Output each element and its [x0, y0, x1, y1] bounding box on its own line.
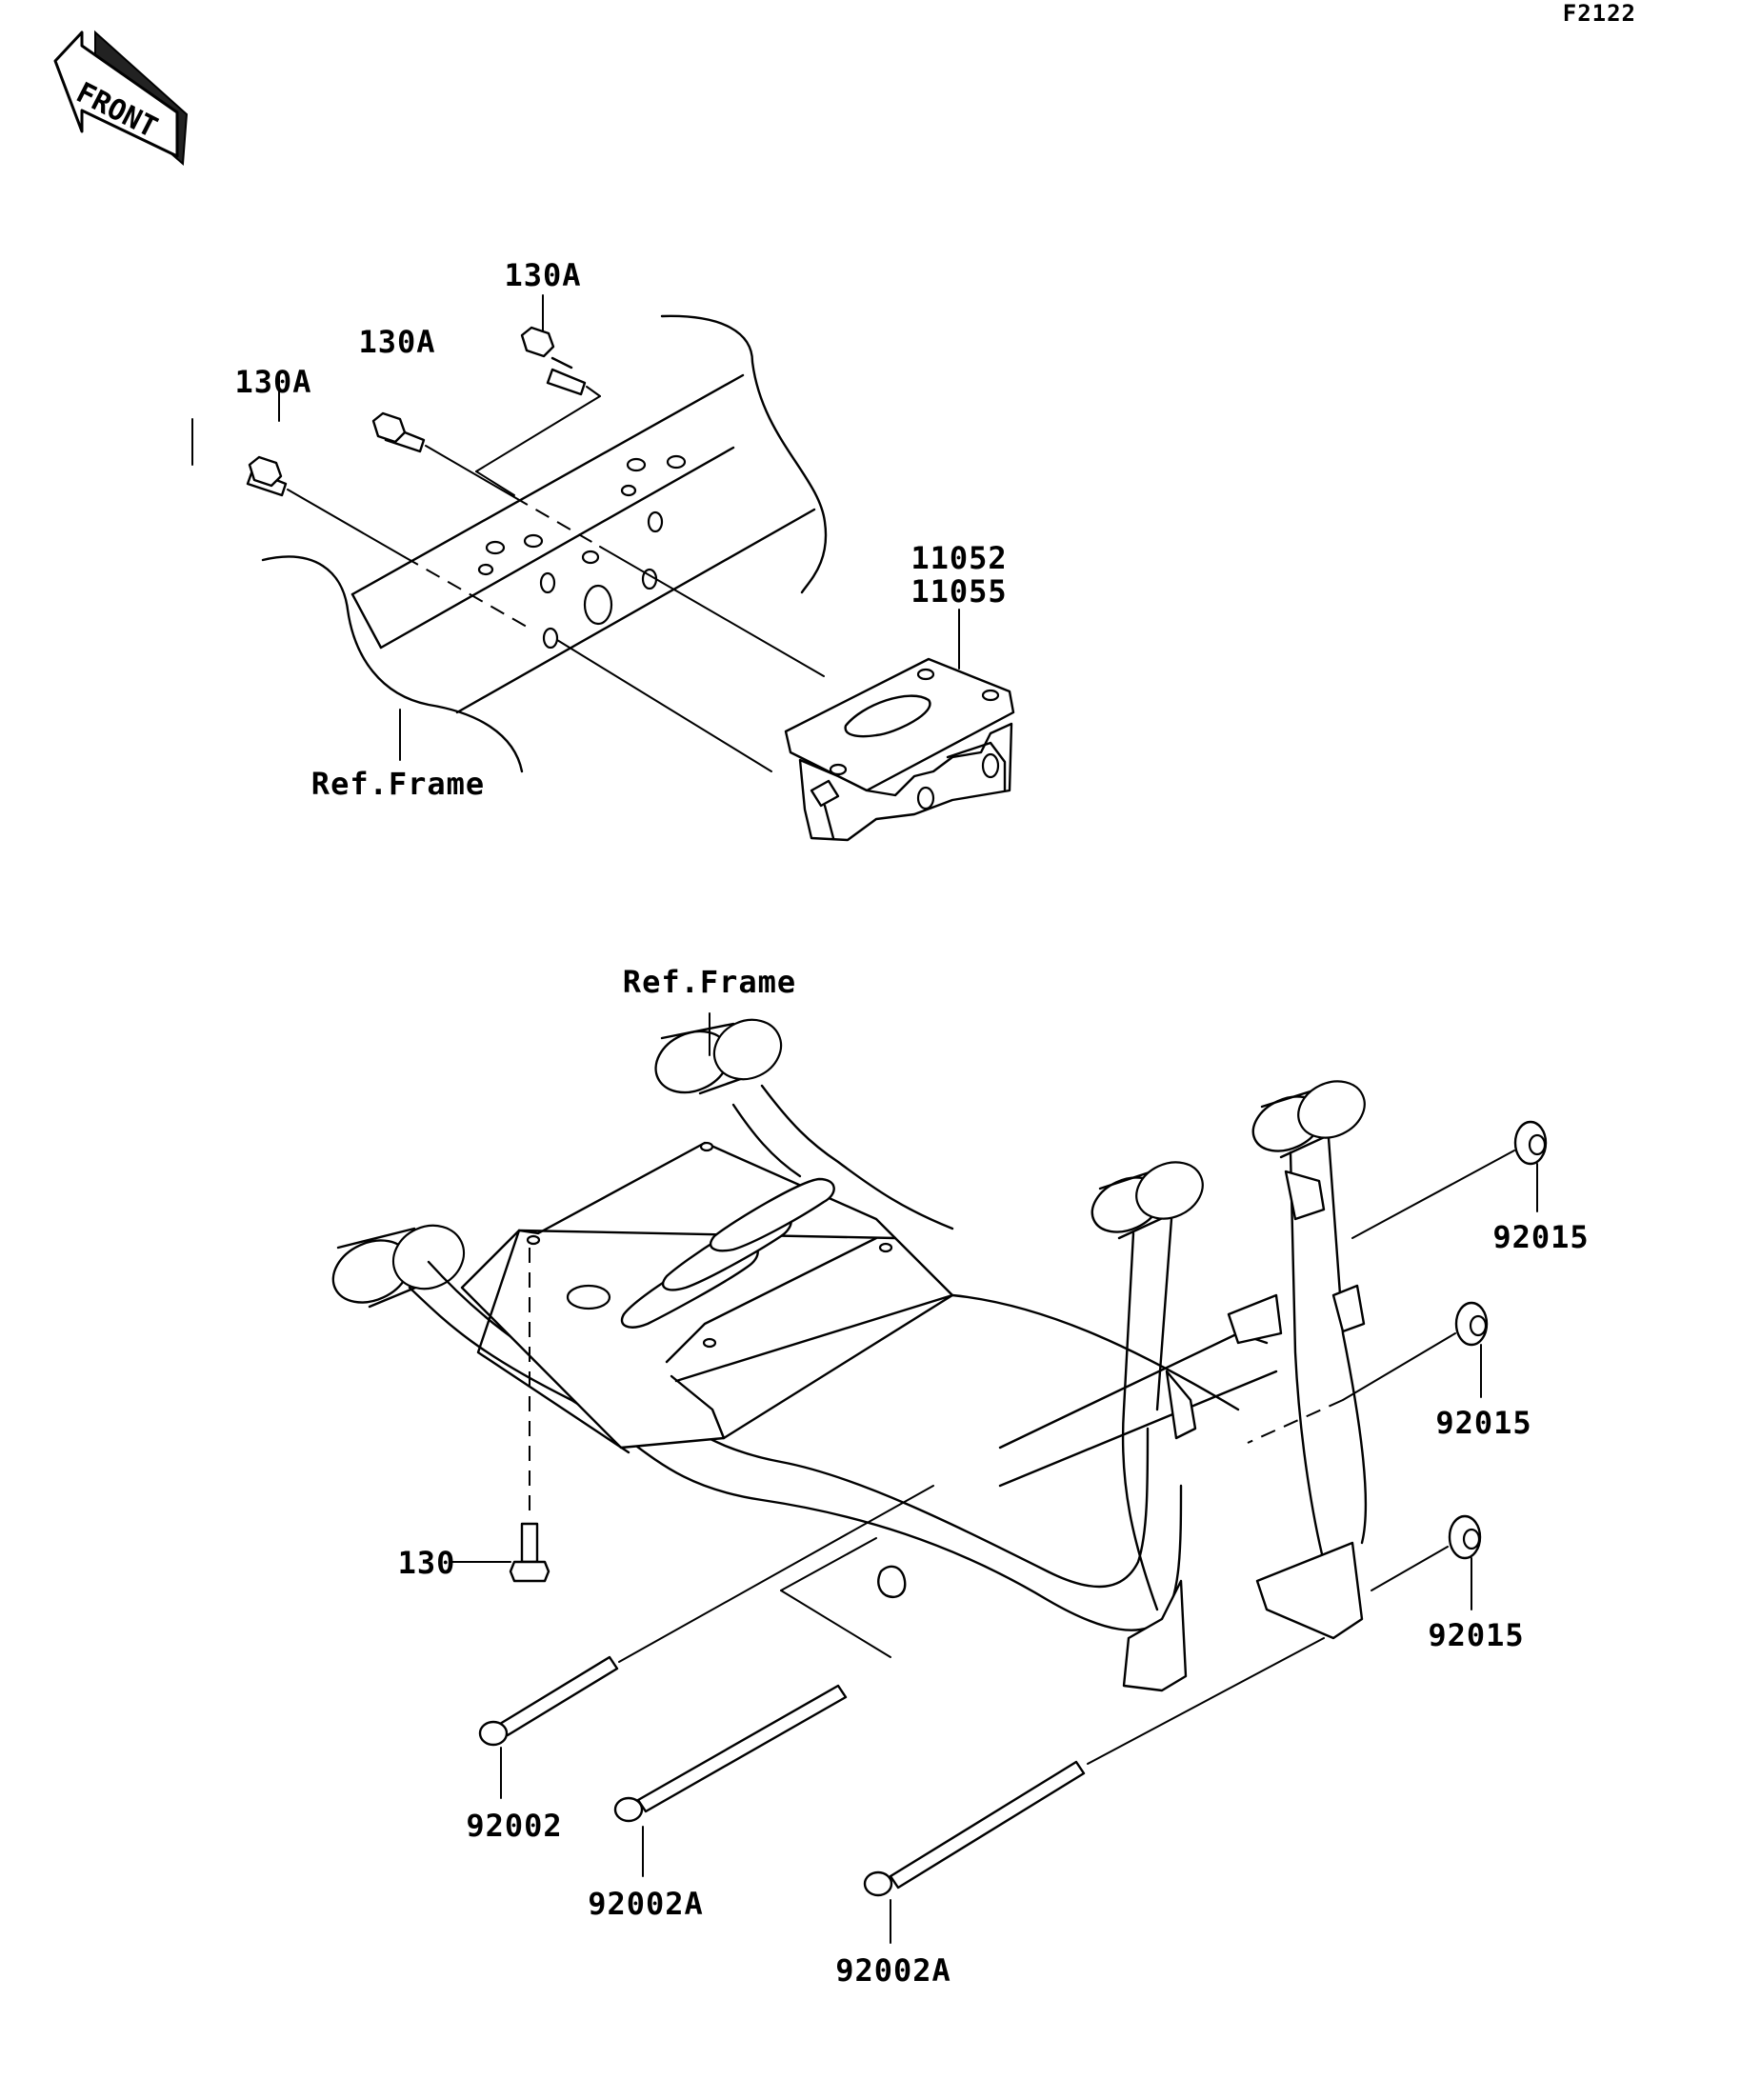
bolt-130a-upper-2 [278, 375, 825, 677]
bolt-130a-upper-3 [475, 294, 601, 496]
label-ref-frame-lower: Ref.Frame [623, 964, 796, 1000]
label-130a-2: 130A [358, 324, 435, 360]
label-130a-1: 130A [504, 257, 581, 293]
bolt-92002a-1 [613, 1537, 891, 1877]
front-arrow-icon: FRONT [53, 30, 189, 167]
figure-code: F2122 [1563, 0, 1636, 27]
label-130: 130 [398, 1545, 456, 1581]
bolt-92002a-2 [863, 1565, 1325, 1944]
label-11052: 11052 [911, 540, 1007, 576]
engine-mount-bracket [556, 609, 1015, 842]
bolt-130a-upper-1 [191, 418, 534, 631]
bolt-92002 [478, 1485, 934, 1799]
label-92002a-1: 92002A [588, 1886, 704, 1922]
label-92002: 92002 [466, 1808, 562, 1844]
label-11055: 11055 [911, 573, 1007, 610]
lower-frame-section [331, 1018, 1368, 1692]
nut-92015-2 [1247, 1301, 1489, 1444]
label-130a-3: 130A [234, 364, 311, 400]
nut-92015-1 [1351, 1120, 1548, 1239]
bolt-130 [449, 1248, 550, 1583]
label-92015-3: 92015 [1428, 1617, 1524, 1653]
label-ref-frame-upper: Ref.Frame [311, 766, 485, 802]
upper-frame-section [261, 314, 828, 773]
label-92002a-2: 92002A [835, 1952, 951, 1989]
label-92015-2: 92015 [1435, 1405, 1531, 1441]
nut-92015-3 [1371, 1514, 1482, 1610]
label-92015-1: 92015 [1492, 1219, 1589, 1255]
